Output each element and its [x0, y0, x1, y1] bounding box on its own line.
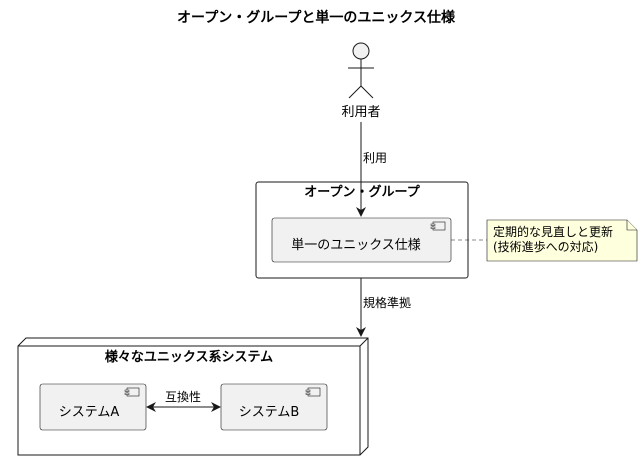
actor-head: [352, 42, 370, 60]
package-frame: [255, 181, 469, 279]
component-a-label: システムA: [59, 405, 120, 420]
actor-user: 利用者: [341, 42, 381, 120]
edge-compat-label: 互換性: [165, 390, 201, 404]
actor-left-leg: [348, 85, 362, 99]
component-icon: [430, 221, 446, 231]
edge-conforms-label: 規格準拠: [363, 295, 411, 310]
note-body: [486, 219, 638, 262]
edge-uses-label: 利用: [363, 151, 387, 165]
note-line-2: (技術進歩への対応): [493, 239, 598, 254]
component-single-unix-spec: 単一のユニックス仕様: [271, 217, 452, 263]
component-system-b: システムB: [220, 383, 328, 431]
component-b-icon: [305, 387, 321, 397]
node-outline: [17, 337, 369, 456]
note: 定期的な見直しと更新 (技術進歩への対応): [486, 219, 638, 262]
note-line-1: 定期的な見直しと更新: [493, 224, 613, 239]
component-a-icon: [124, 387, 140, 397]
component-label: 単一のユニックス仕様: [291, 237, 421, 253]
component-b-box: [220, 383, 328, 431]
note-fold: [626, 220, 637, 231]
node-edges: [18, 337, 369, 455]
package-open-group: オープン・グループ 単一のユニックス仕様: [255, 181, 469, 279]
component-b-label: システムB: [239, 405, 300, 420]
package-title: オープン・グループ: [304, 184, 420, 200]
node-unix-systems: 様々なユニックス系システム システムA システムB 互換性: [17, 337, 369, 456]
component-system-a: システムA: [39, 383, 147, 431]
node-title: 様々なユニックス系システム: [105, 349, 273, 365]
diagram-title: オープン・グループと単一のユニックス仕様: [177, 9, 456, 26]
actor-label: 利用者: [341, 105, 380, 120]
actor-right-leg: [360, 85, 374, 99]
